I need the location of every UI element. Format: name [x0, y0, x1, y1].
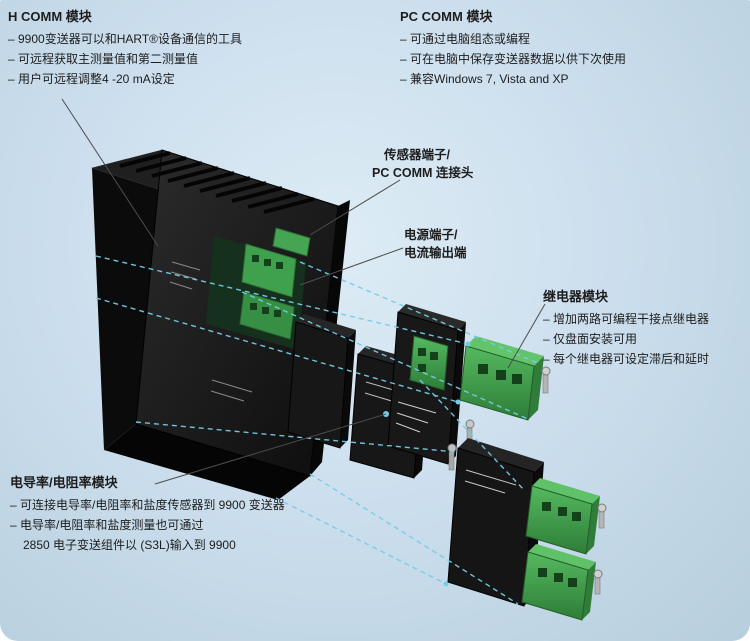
conductivity-module-illustration — [387, 304, 466, 471]
sensor-terminal-line2: PC COMM 连接头 — [372, 166, 474, 180]
power-connector-illustration — [239, 243, 297, 340]
conductivity-bullet-3: 2850 电子变送组件以 (S3L)输入到 9900 — [23, 538, 236, 552]
sensor-connector-illustration — [272, 227, 311, 257]
relay-title: 继电器模块 — [543, 289, 609, 304]
panel-text-hints — [169, 261, 253, 402]
alignment-lines — [95, 255, 541, 605]
relay-output-connector-2 — [521, 544, 596, 621]
sensor-terminal-line1: 传感器端子/ — [384, 148, 450, 162]
power-terminal-line2: 电流输出端 — [404, 246, 467, 260]
relay-bullet-1: – 增加两路可编程干接点继电器 — [543, 312, 710, 326]
pc-comm-bullet-1: – 可通过电脑组态或编程 — [400, 32, 531, 46]
power-terminal-line1: 电源端子/ — [404, 228, 458, 242]
pc-comm-title: PC COMM 模块 — [400, 9, 493, 24]
label-sensor-terminal: 传感器端子/ PC COMM 连接头 — [372, 146, 473, 182]
pc-comm-bullet-3: – 兼容Windows 7, Vista and XP — [400, 72, 569, 86]
h-comm-bullet-3: – 用户可远程调整4 -20 mA设定 — [8, 72, 175, 86]
relay-bullet-3: – 每个继电器可设定滞后和延时 — [543, 352, 710, 366]
relay-module-illustration — [447, 438, 607, 621]
callout-conductivity: 电导率/电阻率模块 – 可连接电导率/电阻率和盐度传感器到 9900 变送器 –… — [10, 474, 360, 555]
relay-connector-illustration — [459, 336, 551, 444]
conductivity-bullet-2: – 电导率/电阻率和盐度测量也可通过 — [10, 518, 204, 532]
h-comm-bullet-1: – 9900变送器可以和HART®设备通信的工具 — [8, 32, 242, 46]
callout-h-comm: H COMM 模块 – 9900变送器可以和HART®设备通信的工具 – 可远程… — [8, 8, 353, 89]
conductivity-bullet-1: – 可连接电导率/电阻率和盐度传感器到 9900 变送器 — [10, 498, 285, 512]
relay-bullet-2: – 仅盘面安装可用 — [543, 332, 638, 346]
module-a-illustration — [287, 314, 356, 449]
pc-comm-bullet-2: – 可在电脑中保存变送器数据以供下次使用 — [400, 52, 627, 66]
callout-pc-comm: PC COMM 模块 – 可通过电脑组态或编程 – 可在电脑中保存变送器数据以供… — [400, 8, 710, 89]
main-transmitter-illustration — [90, 149, 350, 500]
h-comm-title: H COMM 模块 — [8, 9, 92, 24]
vent-slots — [119, 151, 315, 214]
callout-relay: 继电器模块 – 增加两路可编程干接点继电器 – 仅盘面安装可用 – 每个继电器可… — [543, 288, 745, 369]
h-comm-bullet-2: – 可远程获取主测量值和第二测量值 — [8, 52, 199, 66]
conductivity-title: 电导率/电阻率模块 — [10, 475, 118, 490]
leader-lines — [61, 98, 546, 485]
label-power-terminal: 电源端子/ 电流输出端 — [404, 226, 467, 262]
relay-output-connector-1 — [525, 478, 600, 555]
